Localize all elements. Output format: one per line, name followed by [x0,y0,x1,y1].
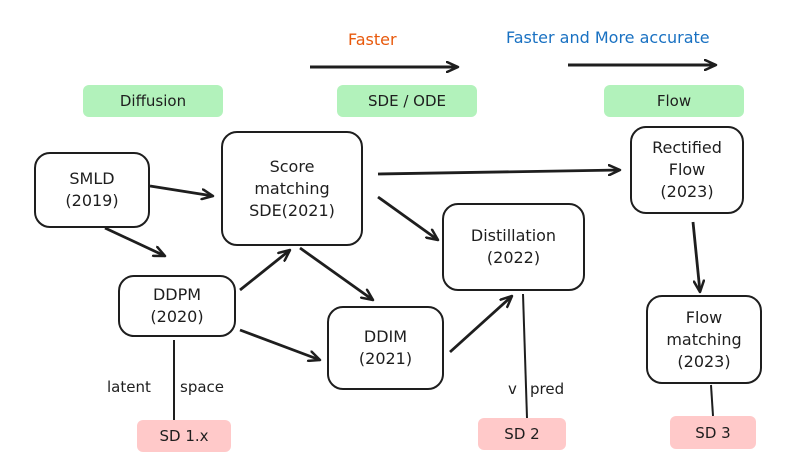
node-ddim: DDIM (2021) [327,306,444,390]
node-year: (2021) [358,349,413,368]
model-label: SD 1.x [159,427,209,445]
category-sde-ode: SDE / ODE [337,85,477,117]
node-title: matching [666,329,742,349]
node-title: DDPM [152,285,202,304]
node-year: (2023) [660,182,714,201]
edge-ddpm-to-ddim [239,328,320,360]
edge-ddim-to-distillation [449,296,512,354]
edge-score-matching-to-ddim [299,246,373,300]
node-title: DDIM [363,327,408,346]
node-year: (2019) [65,191,119,210]
edge-label-v: v [508,380,517,398]
node-distillation: Distillation (2022) [442,203,585,291]
edge-ddpm-to-score-matching [239,250,290,292]
node-title: Rectified [652,138,722,157]
node-title: Distillation [470,226,557,245]
node-title: Score [269,156,315,176]
node-title: Flow [685,307,723,327]
edge-smld-to-ddpm [104,226,165,258]
node-year: (2020) [150,307,204,326]
model-sd2: SD 2 [478,418,566,450]
node-score-matching: Score matching SDE(2021) [221,131,363,246]
model-sd1x: SD 1.x [137,420,231,452]
node-title: SMLD [69,169,115,188]
node-year: SDE(2021) [249,200,335,220]
node-title: Flow [668,160,706,179]
model-sd3: SD 3 [670,416,756,449]
edge-score-matching-to-rectified-flow [377,170,620,174]
edge-flow-matching-to-sd3 [710,384,714,417]
edge-label-pred: pred [530,380,565,398]
faster-more-accurate-label: Faster and More accurate [506,28,710,47]
model-label: SD 3 [695,423,731,442]
category-diffusion: Diffusion [83,85,223,117]
category-label: Flow [656,92,692,110]
edge-distillation-to-sd2 [522,293,528,419]
category-label: Diffusion [119,92,187,110]
edge-label-space: space [180,378,225,396]
node-rectified-flow: Rectified Flow (2023) [630,126,744,214]
node-year: (2022) [486,248,541,267]
node-year: (2023) [677,351,731,371]
node-smld: SMLD (2019) [34,152,150,228]
faster-label: Faster [348,30,397,49]
node-ddpm: DDPM (2020) [118,275,236,337]
edge-rectified-flow-to-flow-matching [691,221,700,292]
node-flow-matching: Flow matching (2023) [646,295,762,384]
edge-smld-to-score-matching [149,184,213,196]
edge-score-matching-to-distillation [377,195,438,240]
category-flow: Flow [604,85,744,117]
edge-label-latent: latent [107,378,151,396]
node-title: matching [254,178,330,198]
model-label: SD 2 [504,425,540,443]
category-label: SDE / ODE [368,92,446,110]
